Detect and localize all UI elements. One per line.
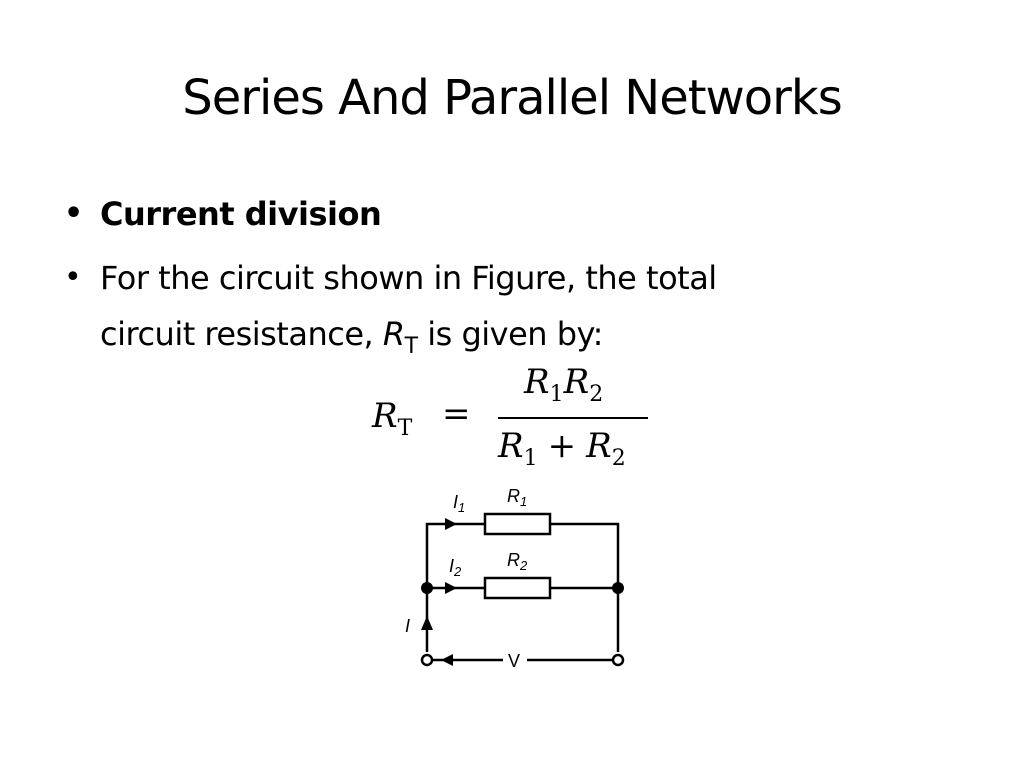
arrow-v-icon: [441, 654, 453, 666]
terminal-right: [611, 653, 625, 667]
arrow-i1-icon: [445, 518, 457, 530]
junction-left: [421, 582, 433, 594]
den-r2-sub: 2: [611, 446, 626, 471]
slide-title: Series And Parallel Networks: [182, 70, 842, 126]
resistor-r2: [483, 576, 552, 600]
formula-lhs: RT: [372, 396, 412, 441]
resistor-r1: [483, 512, 552, 536]
formula-denominator: R1+R2: [498, 426, 626, 471]
num-r2-sub: 2: [589, 382, 604, 407]
den-r1: R: [498, 426, 524, 466]
terminal-left: [420, 653, 434, 667]
bullet-dot-icon: •: [64, 260, 82, 295]
wire-top-left: [425, 522, 485, 588]
num-r2: R: [563, 362, 590, 402]
bullet-text: Current division: [100, 195, 382, 233]
bullet-line-2-suffix: is given by:: [417, 315, 603, 353]
parallel-circuit-diagram: I1 R1 I2 R2 I V: [405, 486, 625, 670]
arrow-i2-icon: [445, 582, 457, 594]
resistance-formula: RT = R1R2 R1+R2: [370, 362, 660, 477]
label-v: V: [508, 651, 520, 670]
arrow-i-icon: [421, 616, 433, 630]
label-r2: R2: [507, 550, 528, 573]
formula-equals: =: [442, 394, 471, 434]
bullet-list: • Current division • For the circuit sho…: [64, 186, 944, 367]
bullet-line-2-prefix: circuit resistance,: [100, 315, 383, 353]
fraction-bar: [498, 417, 648, 419]
num-r1-sub: 1: [549, 382, 564, 407]
wire-top-right: [550, 522, 620, 588]
den-plus: +: [547, 426, 577, 466]
formula-lhs-sub: T: [397, 416, 413, 441]
bullet-total-resistance: • For the circuit shown in Figure, the t…: [64, 250, 944, 367]
formula-numerator: R1R2: [524, 362, 603, 407]
label-i: I: [405, 616, 410, 636]
bullet-dot-icon: •: [64, 196, 83, 231]
bullet-current-division: • Current division: [64, 186, 944, 242]
den-r1-sub: 1: [523, 446, 538, 471]
formula-lhs-var: R: [372, 396, 398, 436]
label-i1: I1: [453, 492, 465, 515]
rt-subscript: T: [404, 334, 418, 359]
rt-variable: R: [382, 315, 405, 353]
den-r2: R: [586, 426, 612, 466]
num-r1: R: [524, 362, 550, 402]
bullet-line-2: circuit resistance, RT is given by:: [100, 306, 944, 367]
label-i2: I2: [449, 556, 462, 579]
label-r1: R1: [507, 486, 527, 509]
bullet-line-1: For the circuit shown in Figure, the tot…: [100, 259, 717, 297]
junction-right: [612, 582, 624, 594]
